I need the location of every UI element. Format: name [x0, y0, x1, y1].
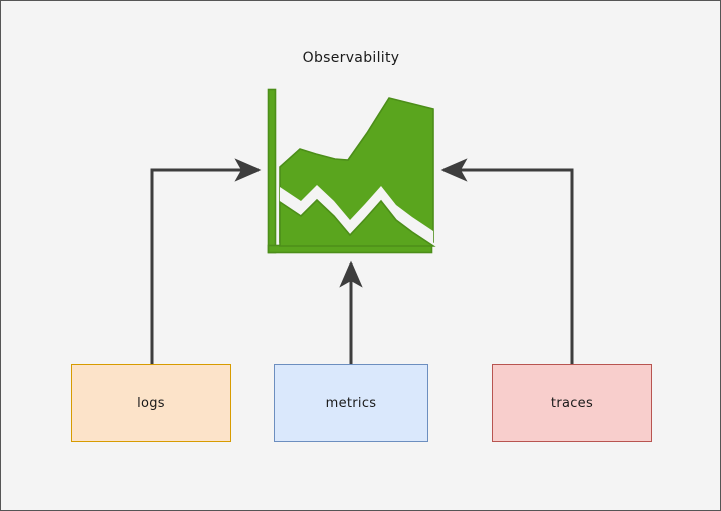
node-logs-label: logs: [137, 395, 165, 411]
node-metrics-label: metrics: [325, 395, 377, 411]
node-logs[interactable]: logs: [71, 364, 231, 442]
diagram-title: Observability: [251, 47, 451, 66]
area-chart-icon: [267, 88, 436, 254]
edge-logs-to-observability[interactable]: [150, 158, 262, 364]
node-metrics[interactable]: metrics: [274, 364, 428, 442]
chart-axis-vertical: [267, 88, 277, 254]
diagram-title-text: Observability: [302, 50, 400, 66]
node-traces-label: traces: [550, 395, 594, 411]
edge-traces-to-observability[interactable]: [440, 158, 574, 364]
chart-area-lower: [279, 198, 436, 247]
node-traces[interactable]: traces: [492, 364, 652, 442]
